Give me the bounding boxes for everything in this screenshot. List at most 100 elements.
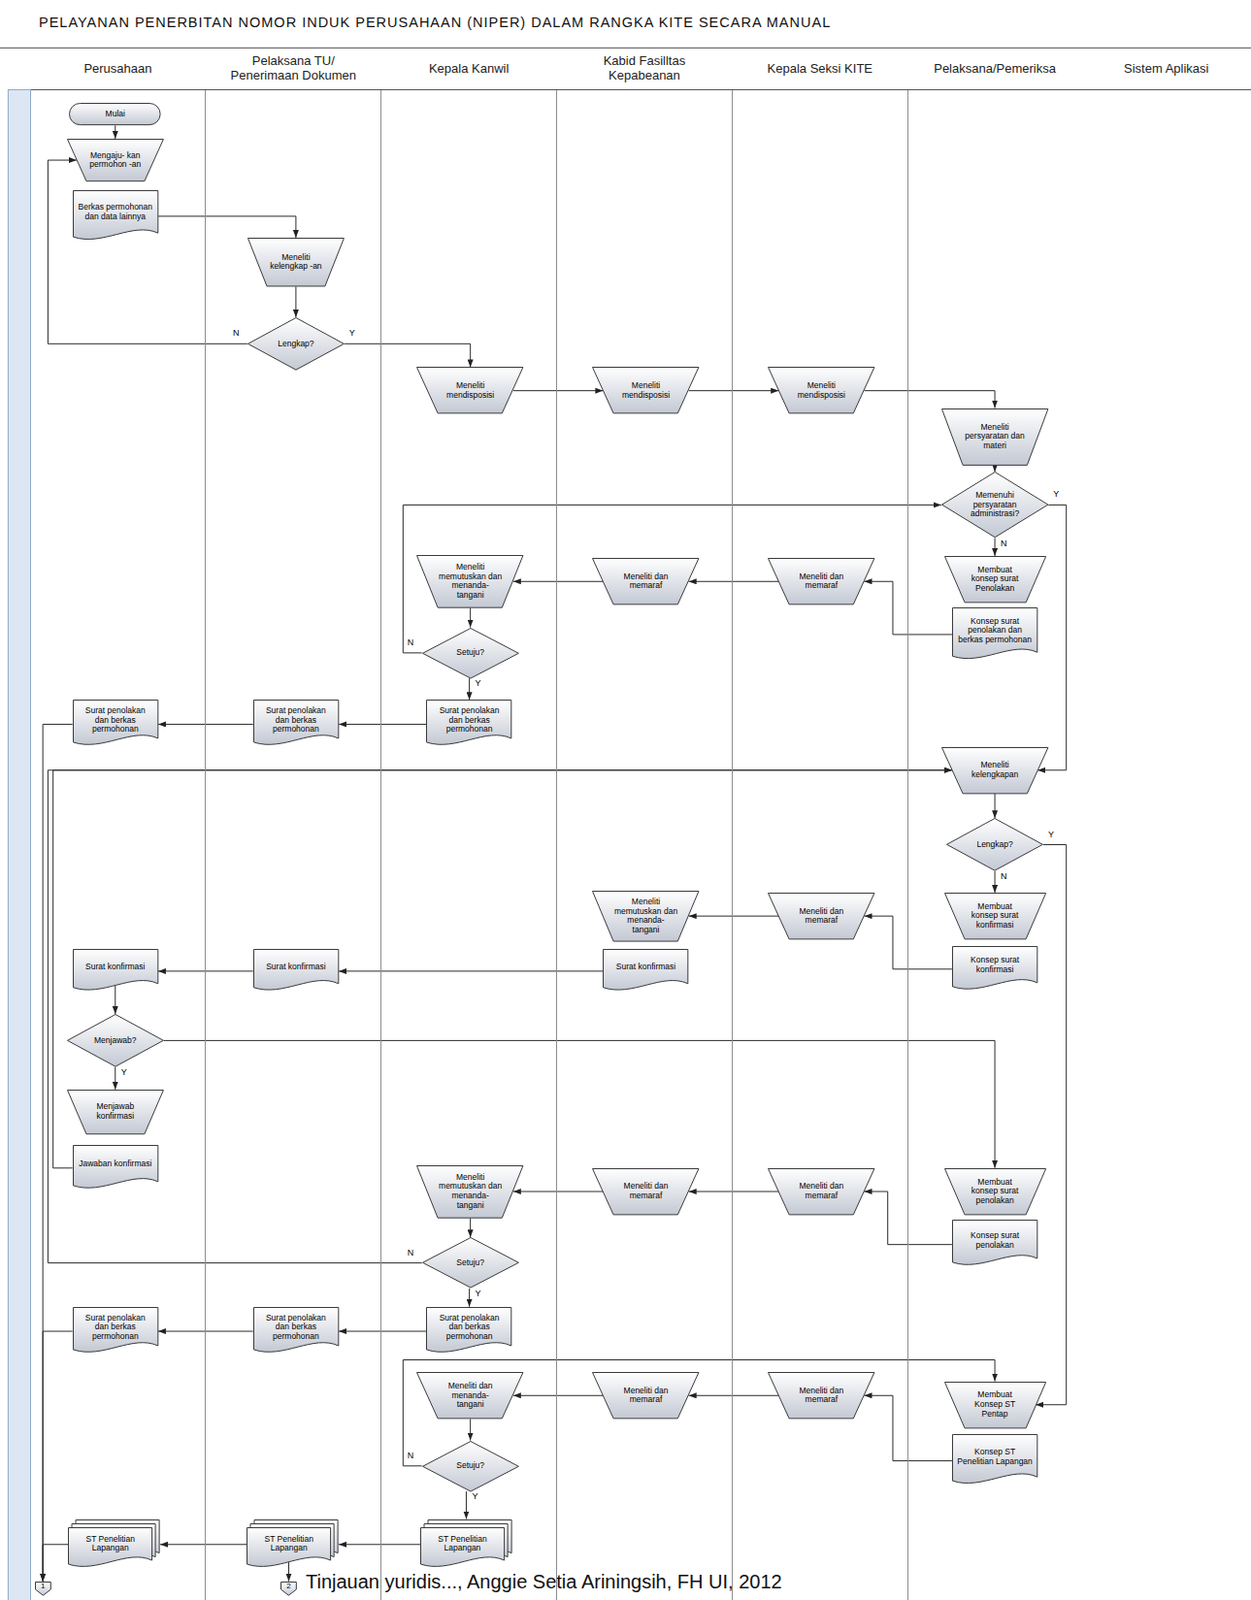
shape-path xyxy=(944,892,1046,939)
side-band xyxy=(7,90,31,1600)
node-text: Surat penolakan dan berkas permohonan xyxy=(258,1314,334,1343)
manual-operation: Meneliti dan memaraf xyxy=(592,1372,699,1419)
manual-operation: Membuat konsep surat konfirmasi xyxy=(944,892,1047,940)
document-shape: Konsep surat penolakan xyxy=(952,1219,1038,1269)
multi-document: ST Penelitian Lapangan xyxy=(420,1519,513,1572)
branch-label: Y xyxy=(474,679,483,690)
branch-label: Y xyxy=(470,1492,479,1503)
flow-connector xyxy=(402,504,942,653)
manual-operation: Meneliti memutuskan dan menanda- tangani xyxy=(592,890,699,943)
document-shape: Jawaban konfirmasi xyxy=(72,1145,159,1192)
shape-path xyxy=(72,949,158,990)
shape-path xyxy=(592,559,699,605)
multi-document: ST Penelitian Lapangan xyxy=(67,1519,161,1572)
manual-operation: Meneliti dan menanda- tangani xyxy=(416,1372,524,1419)
shape-path xyxy=(34,1581,51,1596)
node-text: Setuju? xyxy=(456,1258,485,1269)
node-text: Meneliti dan memaraf xyxy=(613,1386,678,1406)
shape-path xyxy=(947,819,1044,872)
shape-path xyxy=(68,1527,153,1567)
lane-title: Pelaksana TU/ Penerimaan Dokumen xyxy=(220,54,366,84)
node-text: Surat konfirmasi xyxy=(616,962,676,973)
shape-path xyxy=(944,1168,1046,1215)
shape-path xyxy=(253,1307,338,1352)
branch-label: Y xyxy=(1052,490,1060,500)
lane-header: Sistem Aplikasi xyxy=(1081,47,1251,90)
shape-path xyxy=(253,949,338,990)
shape-path xyxy=(72,700,158,746)
manual-operation: Meneliti kelengkapan xyxy=(941,747,1049,794)
flow-connector xyxy=(338,724,427,725)
node-text: Surat penolakan dan berkas permohonan xyxy=(430,1314,507,1343)
node-text: Meneliti dan memaraf xyxy=(613,1182,678,1201)
node-text: Membuat Konsep ST Pentap xyxy=(964,1390,1026,1419)
branch-label: N xyxy=(999,539,1009,550)
caption: Tinjauan yuridis..., Anggie Setia Arinin… xyxy=(305,1571,783,1594)
manual-operation: Meneliti dan memaraf xyxy=(767,1372,875,1419)
node-text: 1 xyxy=(40,1582,45,1592)
branch-label: N xyxy=(999,872,1009,883)
lane-header: Kepala Seksi KITE xyxy=(732,47,908,90)
flow-connector xyxy=(994,793,996,819)
document-shape: Konsep surat konfirmasi xyxy=(952,946,1038,993)
shape-path xyxy=(417,1373,524,1419)
node-text: Surat penolakan dan berkas permohonan xyxy=(430,706,507,735)
shape-path xyxy=(941,408,1048,465)
document-shape: Surat konfirmasi xyxy=(602,949,689,994)
lane-header: Kepala Kanwil xyxy=(381,47,557,90)
shape-path xyxy=(66,1015,164,1068)
flow-connector xyxy=(994,538,996,557)
shape-path xyxy=(427,1307,512,1352)
flow-connector xyxy=(1035,845,1067,1406)
manual-operation: Meneliti dan memaraf xyxy=(767,1168,875,1216)
flow-connector xyxy=(295,286,297,318)
terminator: Mulai xyxy=(68,102,162,126)
node-text: Meneliti dan memaraf xyxy=(789,907,854,926)
node-text: Surat penolakan dan berkas permohonan xyxy=(77,1314,154,1343)
manual-operation: Meneliti dan memaraf xyxy=(767,892,875,940)
branch-label: N xyxy=(406,638,416,649)
branch-label: Y xyxy=(1047,830,1055,841)
document-shape: Surat konfirmasi xyxy=(72,949,159,994)
node-text: Surat penolakan dan berkas permohonan xyxy=(258,706,334,735)
shape-path xyxy=(768,892,875,939)
node-text: Konsep surat penolakan xyxy=(956,1231,1033,1251)
shape-path xyxy=(69,103,162,126)
shape-path xyxy=(768,1168,875,1215)
shape-path xyxy=(247,317,344,370)
shape-path xyxy=(952,946,1037,989)
document-shape: Surat penolakan dan berkas permohonan xyxy=(253,699,339,749)
lane-title: Sistem Aplikasi xyxy=(1123,62,1209,77)
node-text: Mengaju- kan permohon -an xyxy=(86,151,145,170)
flow-connector xyxy=(338,1331,427,1333)
shape-path xyxy=(592,1373,699,1419)
shape-path xyxy=(66,138,164,181)
node-text: ST Penelitian Lapangan xyxy=(71,1535,149,1554)
flow-connector xyxy=(338,970,603,972)
flow-connector xyxy=(344,343,471,367)
node-text: Meneliti dan menanda- tangani xyxy=(438,1382,503,1411)
shape-path xyxy=(768,1373,875,1419)
flow-connector xyxy=(114,1067,116,1090)
node-text: Meneliti mendisposisi xyxy=(789,381,854,400)
node-text: Menjawab konfirmasi xyxy=(86,1102,145,1121)
shape-path xyxy=(941,472,1048,538)
lane-title: Kabid Fasilltas Kepabeanan xyxy=(571,54,718,84)
flow-connector xyxy=(689,1395,780,1397)
shape-path xyxy=(66,1089,164,1134)
node-text: Surat konfirmasi xyxy=(265,962,326,973)
node-text: Surat penolakan dan berkas permohonan xyxy=(77,706,154,735)
node-text: Meneliti dan memaraf xyxy=(613,572,678,592)
shape-path xyxy=(944,556,1046,602)
node-text: Konsep surat penolakan dan berkas permoh… xyxy=(956,617,1033,646)
shape-path xyxy=(944,1382,1046,1428)
manual-operation: Meneliti dan memaraf xyxy=(767,558,875,605)
flow-connector xyxy=(160,1544,247,1546)
shape-path xyxy=(952,607,1037,659)
manual-operation: Meneliti dan memaraf xyxy=(592,1168,699,1216)
node-text: Konsep ST Penelitian Lapangan xyxy=(956,1448,1033,1467)
node-text: Mulai xyxy=(105,109,126,120)
shape-path xyxy=(603,949,689,990)
manual-operation: Meneliti dan memaraf xyxy=(592,558,699,605)
